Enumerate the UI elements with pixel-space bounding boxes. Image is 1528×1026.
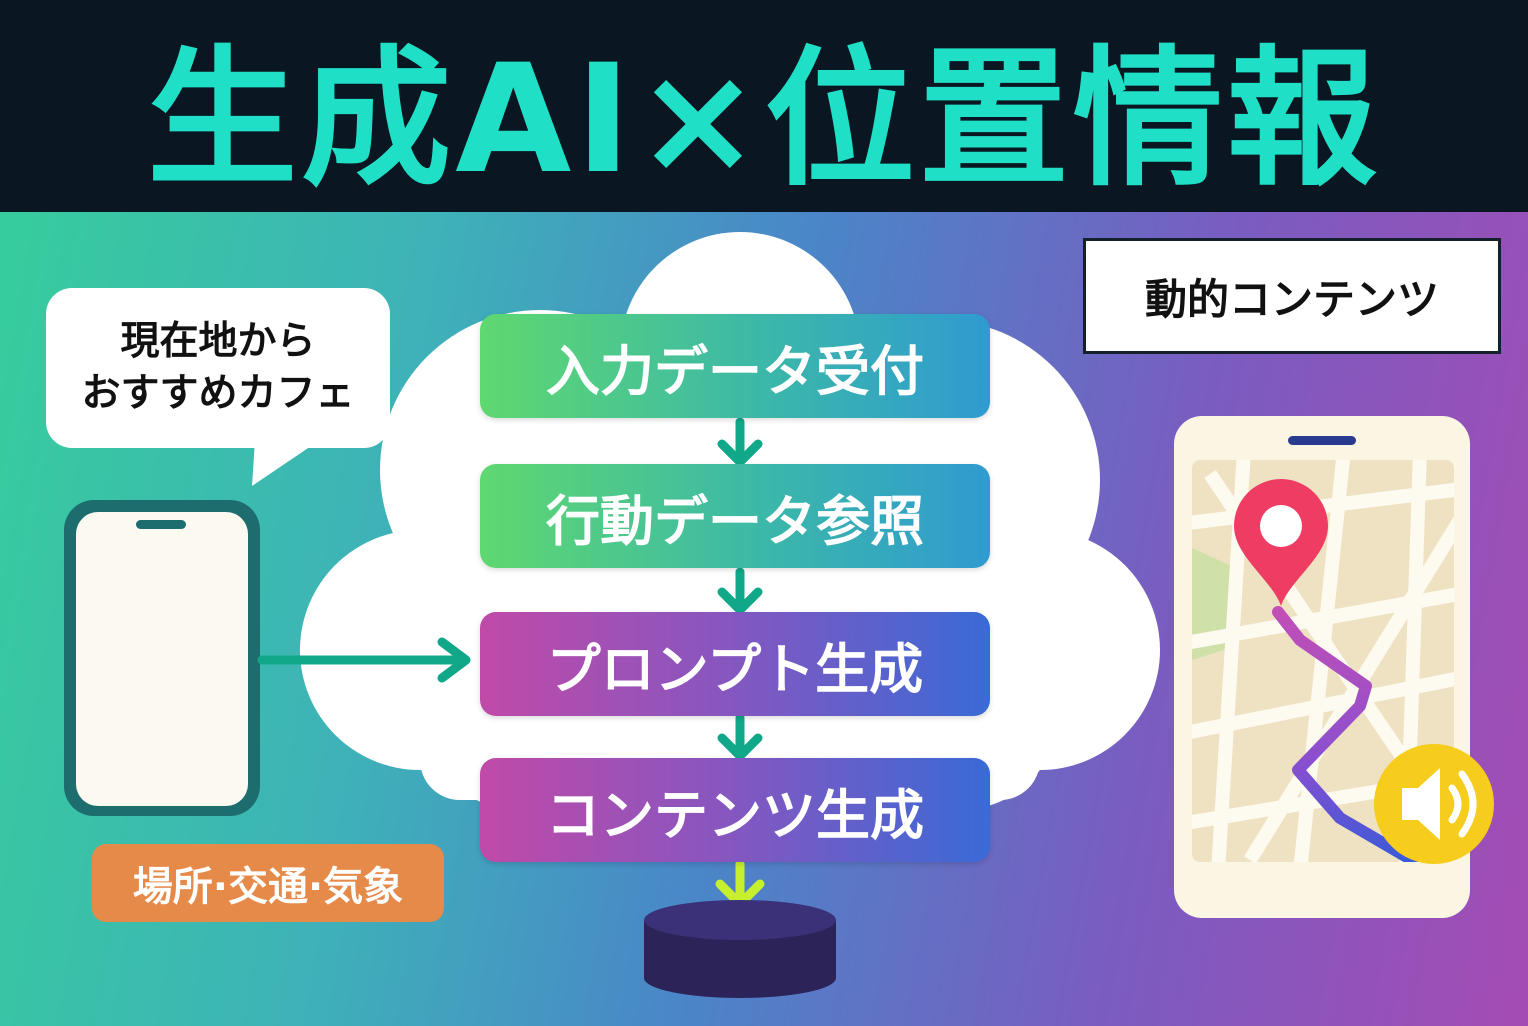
- route-icon: [1272, 606, 1418, 862]
- map-pin-icon: [1234, 479, 1328, 606]
- arrow-down-icon: [715, 859, 765, 909]
- arrow-down-icon: [717, 567, 763, 615]
- step-behavior-reference: 行動データ参照: [480, 464, 990, 568]
- database-icon: [644, 900, 836, 998]
- step-content-generation: コンテンツ生成: [480, 758, 990, 862]
- header-bar: [0, 0, 1528, 212]
- speaker-icon: [1374, 744, 1494, 864]
- arrow-right-icon: [257, 637, 471, 683]
- bubble-line-2: おすすめカフェ: [81, 371, 355, 416]
- step-input-reception: 入力データ受付: [480, 314, 990, 418]
- speech-bubble-text: 現在地から おすすめカフェ: [46, 288, 390, 448]
- bubble-line-1: 現在地から: [120, 319, 316, 364]
- step-prompt-generation: プロンプト生成: [480, 612, 990, 716]
- speech-bubble: [46, 288, 390, 486]
- phone-icon: [64, 500, 260, 816]
- context-tag: 場所·交通·気象: [92, 844, 444, 922]
- map-phone-icon: [1174, 416, 1494, 918]
- output-label: 動的コンテンツ: [1083, 238, 1501, 354]
- arrow-down-icon: [717, 417, 763, 467]
- arrow-down-icon: [717, 713, 763, 761]
- page-title: 生成AI×位置情報: [147, 32, 1381, 207]
